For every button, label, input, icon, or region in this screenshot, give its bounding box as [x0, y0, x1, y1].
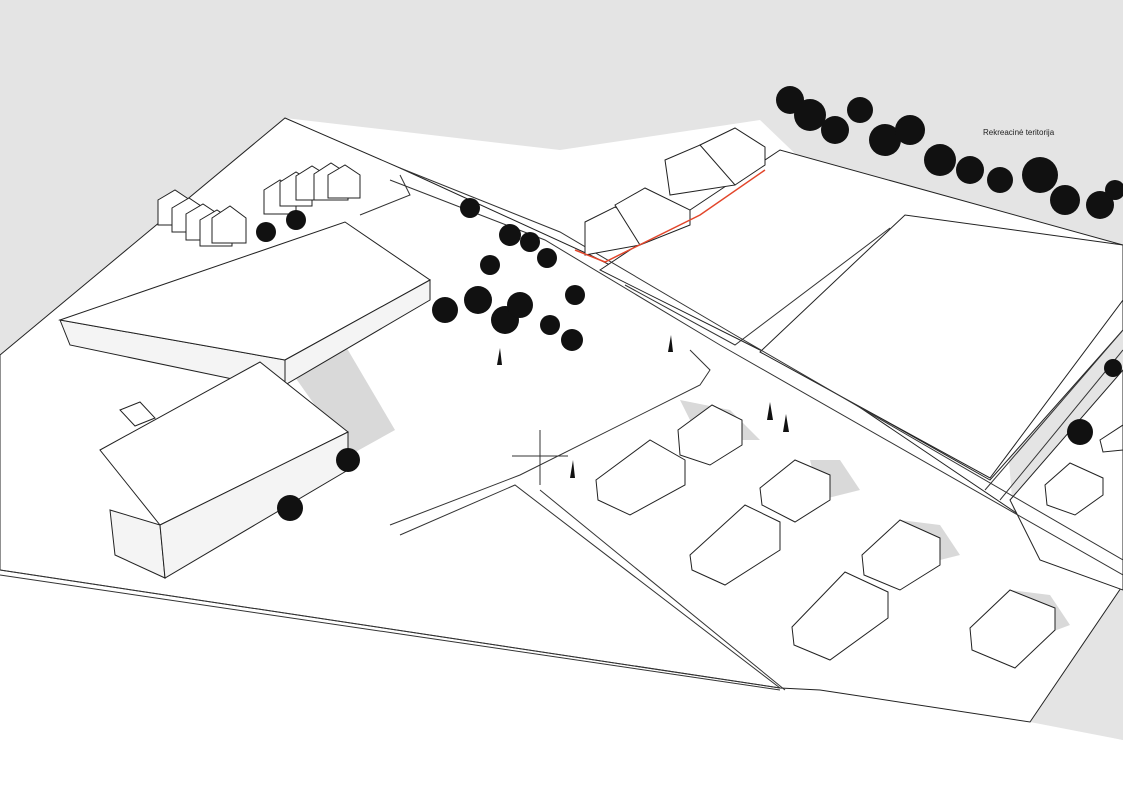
access-road: [389, 349, 711, 526]
apartment-blocks: [574, 127, 766, 263]
connector-block: [119, 401, 156, 427]
plot-edge-south-inner: [0, 574, 781, 691]
large-building-1-side: [284, 279, 431, 386]
north-path: [359, 174, 411, 216]
access-road-lower: [399, 484, 781, 689]
tree-cluster-central: [432, 198, 673, 365]
surrounding-ground-bottom-right: [1030, 590, 1123, 740]
house-group-nw: [157, 162, 361, 247]
plot-edge-south: [0, 569, 781, 689]
tree-cluster-south: [256, 210, 1122, 521]
main-road-south: [399, 167, 1123, 561]
sports-field-surface: [759, 214, 1123, 479]
east-road-2: [999, 349, 1123, 501]
house-group-se: [595, 400, 1123, 669]
recreation-area-label: Rekreacinė teritorija: [983, 128, 1055, 137]
side-road: [539, 489, 786, 691]
east-road: [984, 329, 1123, 491]
large-building-shadow: [290, 345, 395, 455]
tree-cluster-north: [776, 86, 1123, 219]
highlight-line: [574, 169, 766, 263]
field-edge-line: [624, 227, 891, 346]
